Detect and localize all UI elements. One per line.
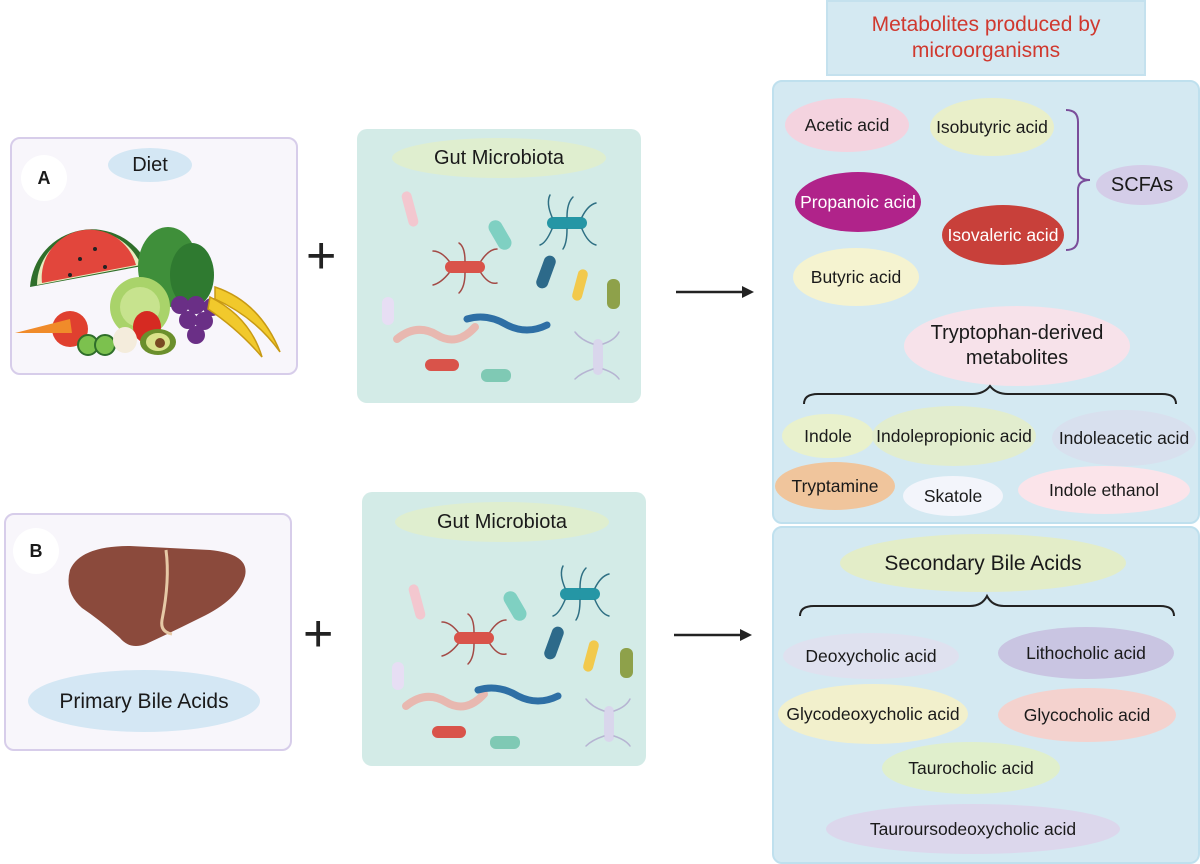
scfa-acetic-acid: Acetic acid bbox=[785, 98, 909, 152]
tryptophan-indole-ethanol: Indole ethanol bbox=[1018, 466, 1190, 514]
secondary-brace bbox=[799, 593, 1175, 617]
metabolites-title: Metabolites produced by microorganisms bbox=[871, 13, 1101, 62]
primary-bile-acids-label: Primary Bile Acids bbox=[28, 670, 260, 732]
scfa-isobutyric-acid: Isobutyric acid bbox=[930, 98, 1054, 156]
bacteria-illustration-a bbox=[382, 191, 620, 382]
carrot-icon bbox=[15, 319, 72, 333]
watermelon-icon bbox=[30, 229, 148, 287]
scfas-group-label: SCFAs bbox=[1096, 165, 1188, 205]
diet-label: Diet bbox=[108, 148, 192, 182]
avocado-icon bbox=[140, 329, 176, 355]
scfa-isovaleric-acid: Isovaleric acid bbox=[942, 205, 1064, 265]
gut-microbiota-label-b: Gut Microbiota bbox=[395, 502, 609, 542]
scfa-brace bbox=[1065, 109, 1091, 251]
bile-glycocholic-acid: Glycocholic acid bbox=[998, 688, 1176, 742]
bile-lithocholic-acid: Lithocholic acid bbox=[998, 627, 1174, 679]
cucumber-icon bbox=[77, 334, 116, 356]
tryptophan-skatole: Skatole bbox=[903, 476, 1003, 516]
panel-b-letter: B bbox=[13, 528, 59, 574]
tryptophan-tryptamine: Tryptamine bbox=[775, 462, 895, 510]
secondary-bile-acids-title: Secondary Bile Acids bbox=[840, 534, 1126, 592]
liver-icon bbox=[68, 546, 246, 646]
arrow-a bbox=[676, 286, 754, 298]
diet-food-illustration bbox=[15, 227, 281, 358]
bile-deoxycholic-acid: Deoxycholic acid bbox=[783, 633, 959, 679]
bile-tauroursodeoxycholic-acid: Tauroursodeoxycholic acid bbox=[826, 804, 1120, 854]
banana-icon bbox=[207, 285, 281, 358]
gut-microbiota-label-a: Gut Microbiota bbox=[392, 138, 606, 178]
garlic-icon bbox=[113, 327, 137, 353]
panel-a-letter: A bbox=[21, 155, 67, 201]
bile-glycodeoxycholic-acid: Glycodeoxycholic acid bbox=[778, 684, 968, 744]
tryptophan-title: Tryptophan-derived metabolites bbox=[904, 306, 1130, 386]
tryptophan-indole: Indole bbox=[782, 414, 874, 458]
scfa-butyric-acid: Butyric acid bbox=[793, 248, 919, 306]
tryptophan-indolepropionic-acid: Indolepropionic acid bbox=[872, 406, 1036, 466]
bacteria-illustration-b bbox=[392, 565, 633, 749]
tryptophan-indoleacetic-acid: Indoleacetic acid bbox=[1052, 410, 1196, 466]
tryptophan-brace bbox=[803, 384, 1177, 405]
plus-icon-a: + bbox=[306, 227, 337, 285]
metabolites-title-box: Metabolites produced by microorganisms bbox=[826, 0, 1146, 76]
plus-icon-b: + bbox=[303, 605, 334, 663]
arrow-b bbox=[674, 629, 752, 641]
scfa-propanoic-acid: Propanoic acid bbox=[795, 172, 921, 232]
bile-taurocholic-acid: Taurocholic acid bbox=[882, 742, 1060, 794]
